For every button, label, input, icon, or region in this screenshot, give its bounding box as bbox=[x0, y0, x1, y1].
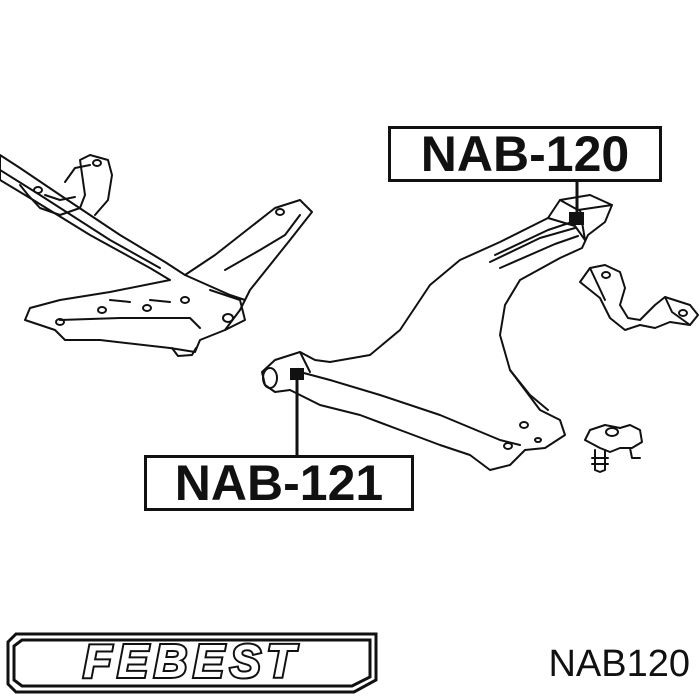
part-number: NAB120 bbox=[548, 643, 690, 685]
bushing-marker-top bbox=[569, 212, 584, 225]
callout-nab-121: NAB-121 bbox=[144, 455, 414, 511]
callout-nab-120: NAB-120 bbox=[388, 126, 662, 182]
febest-logo: FEBEST bbox=[6, 632, 378, 694]
febest-logo-text: FEBEST bbox=[83, 635, 300, 687]
lower-control-arm bbox=[261, 194, 613, 471]
stabilizer-bracket bbox=[579, 264, 699, 331]
ball-joint bbox=[584, 424, 643, 473]
subframe-crossmember bbox=[0, 154, 313, 357]
bushing-marker-bottom bbox=[290, 368, 304, 380]
